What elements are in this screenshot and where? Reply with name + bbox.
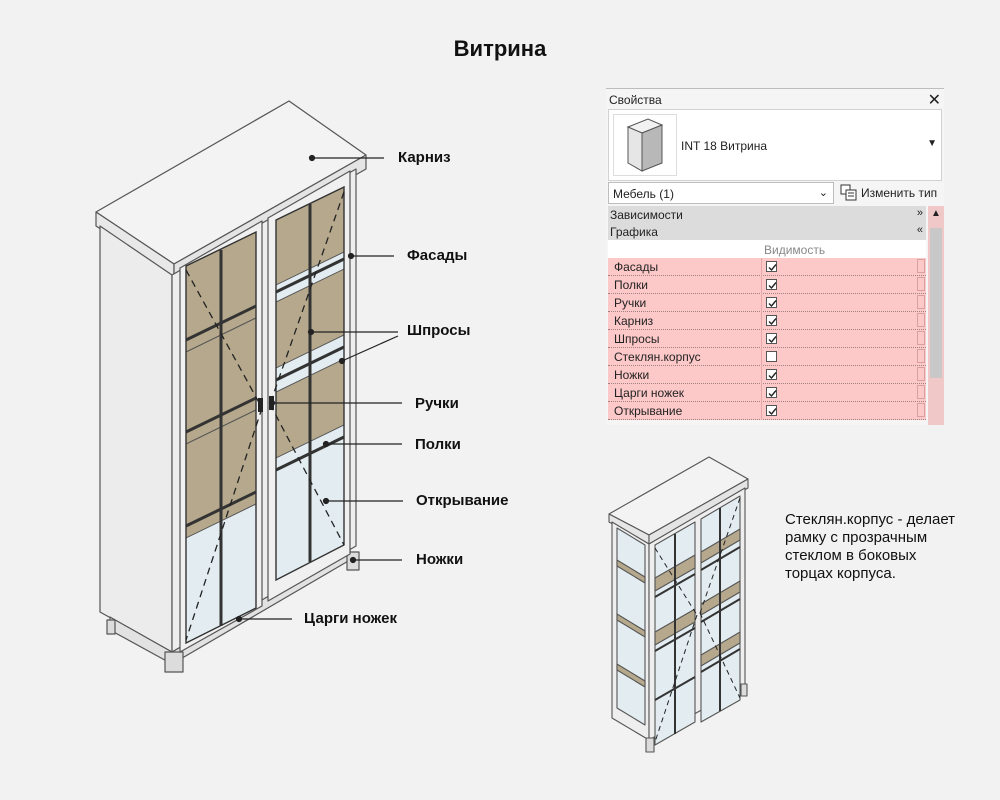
visibility-checkbox[interactable] (766, 405, 777, 416)
edit-type-icon (840, 184, 858, 205)
callout-nozhki: Ножки (416, 551, 464, 568)
property-name: Шпросы (614, 332, 660, 346)
scroll-thumb[interactable] (930, 228, 942, 378)
visibility-checkbox[interactable] (766, 279, 777, 290)
category-filter-value: Мебель (1) (613, 187, 674, 201)
callout-cargi: Царги ножек (304, 610, 397, 627)
property-row[interactable]: Полки (608, 276, 926, 294)
column-separator (761, 312, 762, 330)
column-separator (761, 330, 762, 348)
parameter-cell[interactable] (917, 277, 925, 291)
parameter-cell[interactable] (917, 349, 925, 363)
column-header: Видимость (608, 240, 926, 258)
properties-panel: Свойства ✕ INT 18 Витрина ▼ Мебель (1) ⌄… (606, 88, 944, 425)
type-name: INT 18 Витрина (681, 139, 768, 153)
checkmark-icon (768, 300, 777, 308)
checkmark-icon (768, 336, 777, 344)
expand-icon[interactable]: » (916, 207, 923, 219)
visibility-checkbox[interactable] (766, 387, 777, 398)
checkmark-icon (768, 264, 777, 272)
parameter-cell[interactable] (917, 385, 925, 399)
checkmark-icon (768, 282, 777, 290)
caret-down-icon[interactable]: ▼ (927, 138, 937, 149)
panel-scrollbar[interactable]: ▲ (928, 206, 944, 425)
category-filter-select[interactable]: Мебель (1) ⌄ (608, 182, 834, 204)
property-name: Ножки (614, 368, 650, 382)
section-dependencies-label: Зависимости (610, 208, 683, 222)
parameter-cell[interactable] (917, 331, 925, 345)
parameter-cell[interactable] (917, 295, 925, 309)
callout-ruchki: Ручки (415, 395, 459, 412)
visibility-checkbox[interactable] (766, 315, 777, 326)
checkmark-icon (768, 390, 777, 398)
property-name: Стеклян.корпус (614, 350, 701, 364)
visibility-checkbox[interactable] (766, 261, 777, 272)
section-dependencies[interactable]: Зависимости » (608, 206, 926, 223)
column-separator (761, 294, 762, 312)
property-name: Карниз (614, 314, 654, 328)
panel-title: Свойства (609, 93, 662, 107)
property-name: Ручки (614, 296, 647, 310)
callout-shprosy: Шпросы (407, 322, 471, 339)
property-row[interactable]: Открывание (608, 402, 926, 420)
scroll-up-icon[interactable]: ▲ (931, 208, 941, 219)
checkmark-icon (768, 318, 777, 326)
visibility-checkbox[interactable] (766, 369, 777, 380)
parameter-cell[interactable] (917, 367, 925, 381)
parameter-cell[interactable] (917, 313, 925, 327)
section-graphics[interactable]: Графика « (608, 223, 926, 240)
property-name: Фасады (614, 260, 659, 274)
panel-header: Свойства ✕ (606, 89, 944, 109)
callout-karniz: Карниз (398, 149, 451, 166)
callout-polki: Полки (415, 436, 461, 453)
property-name: Открывание (614, 404, 683, 418)
property-row[interactable]: Царги ножек (608, 384, 926, 402)
column-separator (761, 384, 762, 402)
column-header-label: Видимость (764, 243, 826, 257)
cabinet-thumbnail-icon (626, 118, 664, 172)
checkmark-icon (768, 372, 777, 380)
property-name: Полки (614, 278, 648, 292)
type-selector[interactable]: INT 18 Витрина ▼ (608, 109, 942, 181)
callout-otkryvanie: Открывание (416, 492, 509, 509)
chevron-down-icon: ⌄ (818, 187, 828, 199)
close-icon[interactable]: ✕ (927, 92, 941, 109)
property-name: Царги ножек (614, 386, 685, 400)
visibility-checkbox[interactable] (766, 351, 777, 362)
column-separator (761, 402, 762, 420)
property-row[interactable]: Фасады (608, 258, 926, 276)
callout-fasady: Фасады (407, 247, 468, 264)
glass-cabinet (608, 456, 749, 753)
column-separator (761, 258, 762, 276)
section-graphics-label: Графика (610, 225, 658, 239)
edit-type-button[interactable]: Изменить тип (838, 182, 944, 204)
callout-leaders (235, 154, 403, 623)
property-row[interactable]: Ножки (608, 366, 926, 384)
collapse-icon[interactable]: « (916, 224, 923, 236)
visibility-checkbox[interactable] (766, 297, 777, 308)
edit-type-label: Изменить тип (861, 186, 938, 200)
parameter-cell[interactable] (917, 403, 925, 417)
checkmark-icon (768, 408, 777, 416)
column-separator (761, 276, 762, 294)
page-title: Витрина (453, 36, 547, 61)
property-row[interactable]: Стеклян.корпус (608, 348, 926, 366)
column-separator (761, 366, 762, 384)
column-separator (761, 348, 762, 366)
type-thumbnail (613, 114, 677, 176)
glass-body-note: Стеклян.корпус - делает рамку с прозрачн… (785, 511, 956, 582)
visibility-checkbox[interactable] (766, 333, 777, 344)
property-row[interactable]: Карниз (608, 312, 926, 330)
parameter-cell[interactable] (917, 259, 925, 273)
property-row[interactable]: Шпросы (608, 330, 926, 348)
property-row[interactable]: Ручки (608, 294, 926, 312)
